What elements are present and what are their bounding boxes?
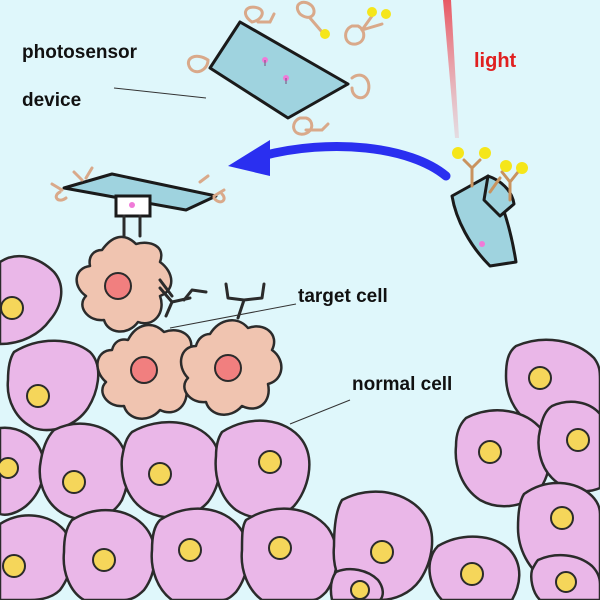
light-label: light [474, 50, 517, 72]
normal-cell [428, 535, 521, 600]
normal-cell [120, 420, 222, 519]
target-cell [96, 323, 201, 420]
free-linker-3 [344, 7, 391, 46]
free-linker-1 [243, 5, 276, 24]
free-linker-2 [295, 0, 330, 39]
normal-cell [0, 426, 46, 516]
antibody-icon [158, 286, 192, 318]
antibody-icon [158, 278, 174, 298]
normal-cell [329, 568, 384, 600]
normal-cell [454, 409, 552, 508]
photosensor-label-line1: photosensor [22, 42, 138, 63]
normal-cell [530, 553, 600, 600]
normal-cell [6, 339, 100, 432]
photosensor-leader-line [113, 87, 207, 99]
photosensor-device-bound [50, 166, 226, 238]
light-beam [443, 0, 459, 138]
antibody-icon [224, 282, 266, 320]
normal-cell [150, 507, 250, 600]
normal-cell [214, 419, 311, 520]
target-cells [75, 235, 283, 420]
normal-cell [0, 514, 74, 600]
target-cell-leader-line [169, 303, 297, 329]
normal-cell [38, 422, 130, 521]
target-cell [179, 319, 283, 416]
photosensor-device-free [187, 20, 371, 136]
normal-cell [537, 400, 600, 493]
normal-cells [0, 254, 600, 600]
normal-cell [62, 508, 157, 600]
normal-cell [240, 507, 339, 600]
normal-cell-leader-line [289, 399, 351, 425]
photosensor-label-line2: device [22, 90, 81, 111]
photosensor-device-folded [450, 147, 528, 268]
normal-cell [0, 254, 63, 346]
normal-cell-label: normal cell [352, 374, 452, 395]
antibody-icon [182, 288, 208, 302]
binding-arrow [228, 140, 451, 181]
target-cell [75, 235, 173, 333]
target-cell-label: target cell [298, 286, 388, 307]
